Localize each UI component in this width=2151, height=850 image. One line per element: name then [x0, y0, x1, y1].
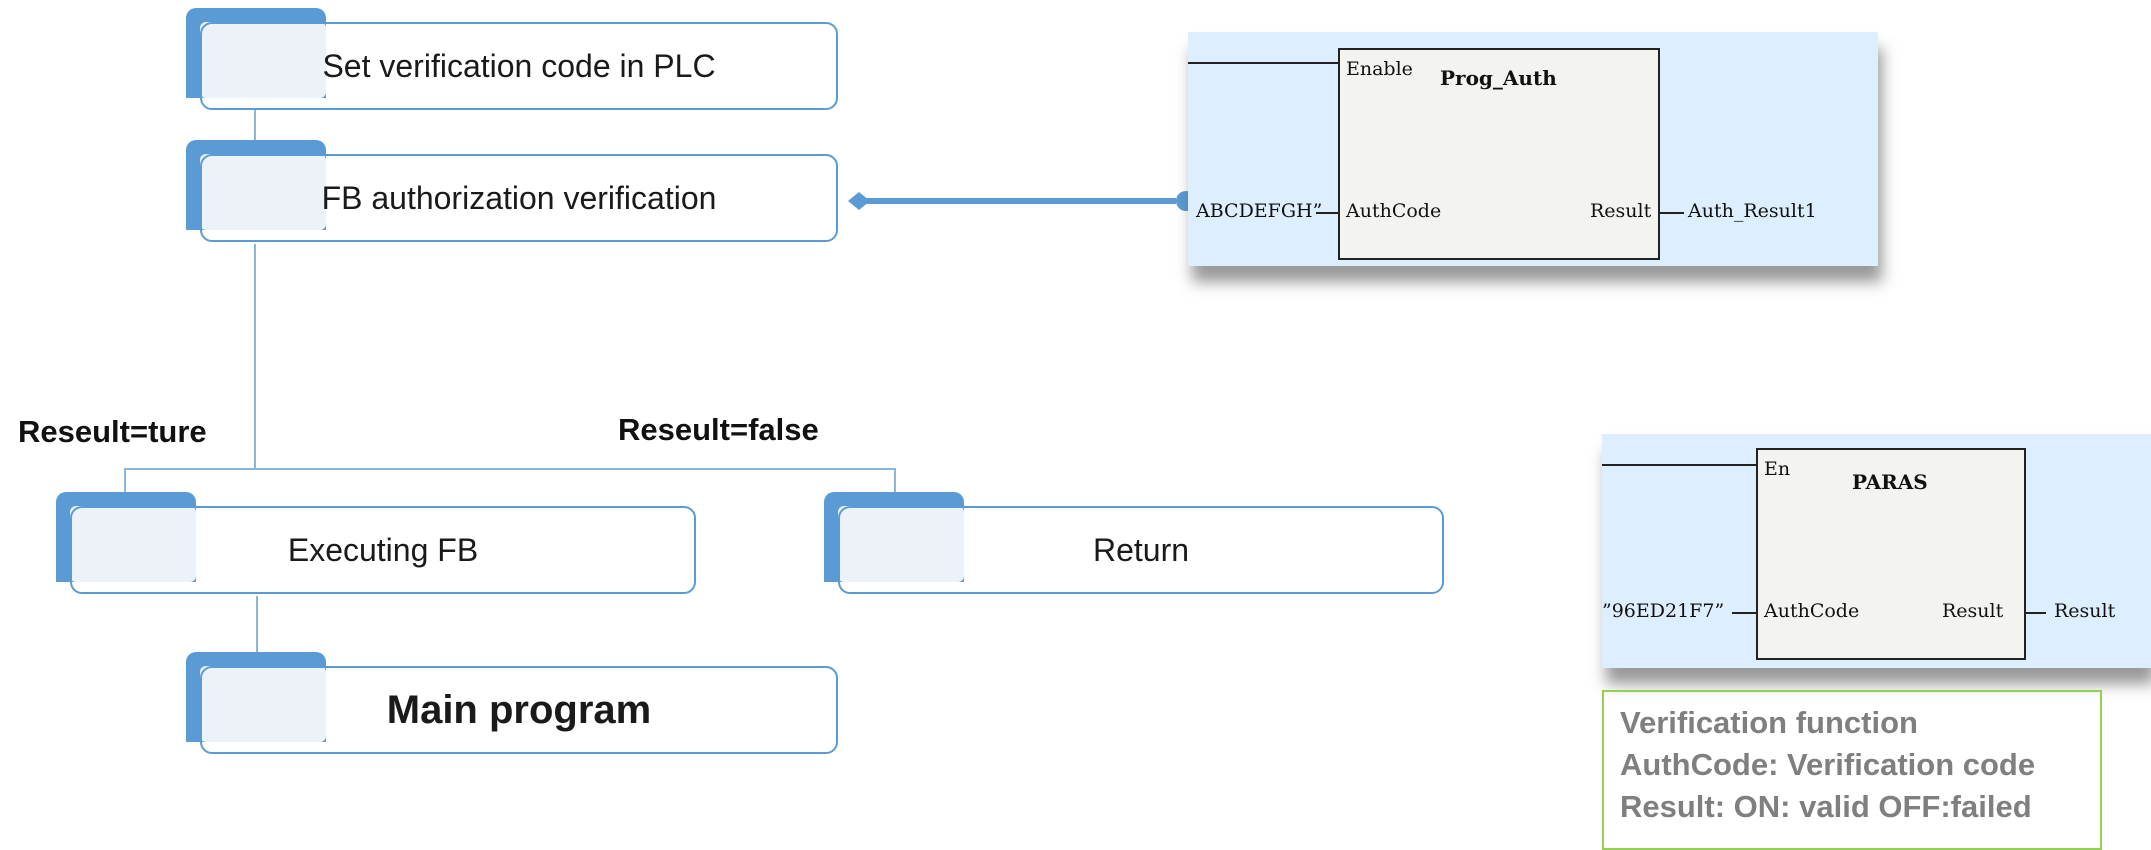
fbd-prog-auth: Enable Prog_Auth ABCDEFGH” AuthCode Resu… [1188, 32, 1878, 266]
note-line: Verification function [1620, 705, 1918, 740]
verification-note: Verification function AuthCode: Verifica… [1602, 690, 2102, 850]
step-set-verification-code: Set verification code in PLC [186, 8, 838, 110]
step-label: Set verification code in PLC [200, 22, 838, 110]
input-pin: AuthCode [1346, 200, 1442, 222]
fbd-paras: En PARAS ”96ED21F7” AuthCode Result Resu… [1602, 434, 2151, 668]
branch-true-label: Reseult=ture [18, 414, 207, 449]
step-label: FB authorization verification [200, 154, 838, 242]
block-name: Prog_Auth [1440, 66, 1557, 90]
enable-pin: Enable [1346, 58, 1413, 80]
output-wire [1660, 212, 1684, 214]
connector-line [254, 244, 256, 468]
connector-line [894, 468, 896, 492]
step-fb-authorization: FB authorization verification [186, 140, 838, 242]
input-wire [1732, 612, 1756, 614]
output-pin: Result [1590, 200, 1652, 222]
input-wire [1316, 212, 1338, 214]
branch-bar [124, 468, 896, 470]
step-executing-fb: Executing FB [56, 492, 696, 594]
enable-wire [1602, 464, 1758, 466]
step-label: Return [838, 506, 1444, 594]
note-line: Result: ON: valid OFF:failed [1620, 789, 2032, 824]
output-value: Result [2054, 600, 2116, 622]
connector-line [256, 596, 258, 654]
step-main-program: Main program [186, 652, 838, 754]
pointer-connector [848, 191, 1196, 211]
function-block [1756, 448, 2026, 660]
input-value: ABCDEFGH” [1196, 200, 1323, 222]
step-return: Return [824, 492, 1444, 594]
output-value: Auth_Result1 [1688, 200, 1817, 222]
branch-false-label: Reseult=false [618, 412, 819, 447]
block-name: PARAS [1852, 470, 1928, 494]
step-label: Main program [200, 666, 838, 754]
enable-wire [1188, 62, 1340, 64]
input-pin: AuthCode [1764, 600, 1860, 622]
diamond-marker [848, 192, 870, 210]
connector-line [124, 468, 126, 492]
enable-pin: En [1764, 458, 1791, 480]
note-line: AuthCode: Verification code [1620, 747, 2036, 782]
input-value: ”96ED21F7” [1602, 600, 1725, 622]
output-wire [2026, 612, 2046, 614]
step-label: Executing FB [70, 506, 696, 594]
connector-line [254, 110, 256, 154]
function-block [1338, 48, 1660, 260]
output-pin: Result [1942, 600, 2004, 622]
